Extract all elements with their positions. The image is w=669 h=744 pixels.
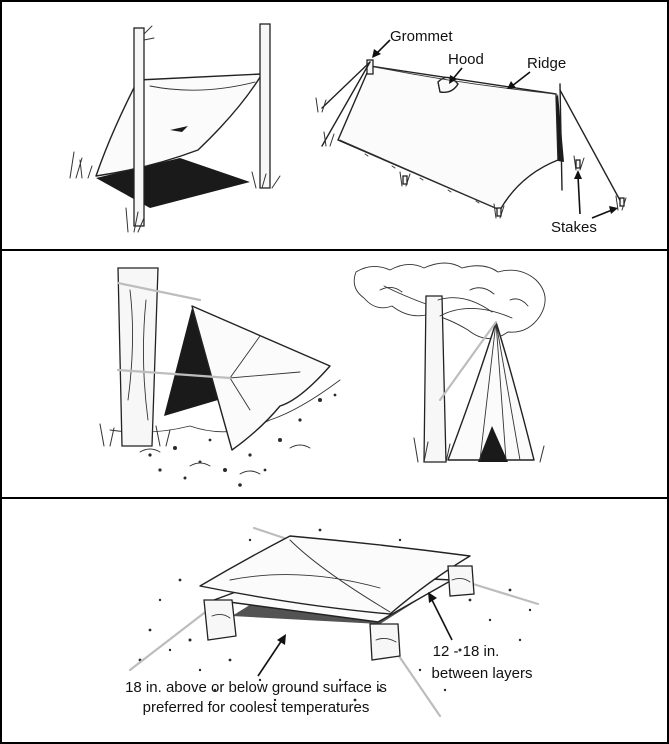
- label-grommet: Grommet: [390, 28, 453, 45]
- label-ground-note-line2: preferred for coolest temperatures: [143, 699, 370, 716]
- left-pole: [134, 28, 144, 226]
- label-hood: Hood: [448, 51, 484, 68]
- label-ground-note-line1: 18 in. above or below ground surface is: [125, 679, 387, 696]
- label-between-layers-line2: between layers: [432, 665, 533, 682]
- tepee-tree-trunk: [424, 296, 446, 462]
- sandbag-front-left: [204, 600, 236, 640]
- label-stakes: Stakes: [551, 219, 597, 236]
- tree-trunk: [118, 268, 158, 446]
- right-pole: [260, 24, 270, 188]
- label-ridge: Ridge: [527, 55, 566, 72]
- label-between-layers-line1: 12 - 18 in.: [433, 643, 500, 660]
- sandbag-back-right: [448, 566, 474, 596]
